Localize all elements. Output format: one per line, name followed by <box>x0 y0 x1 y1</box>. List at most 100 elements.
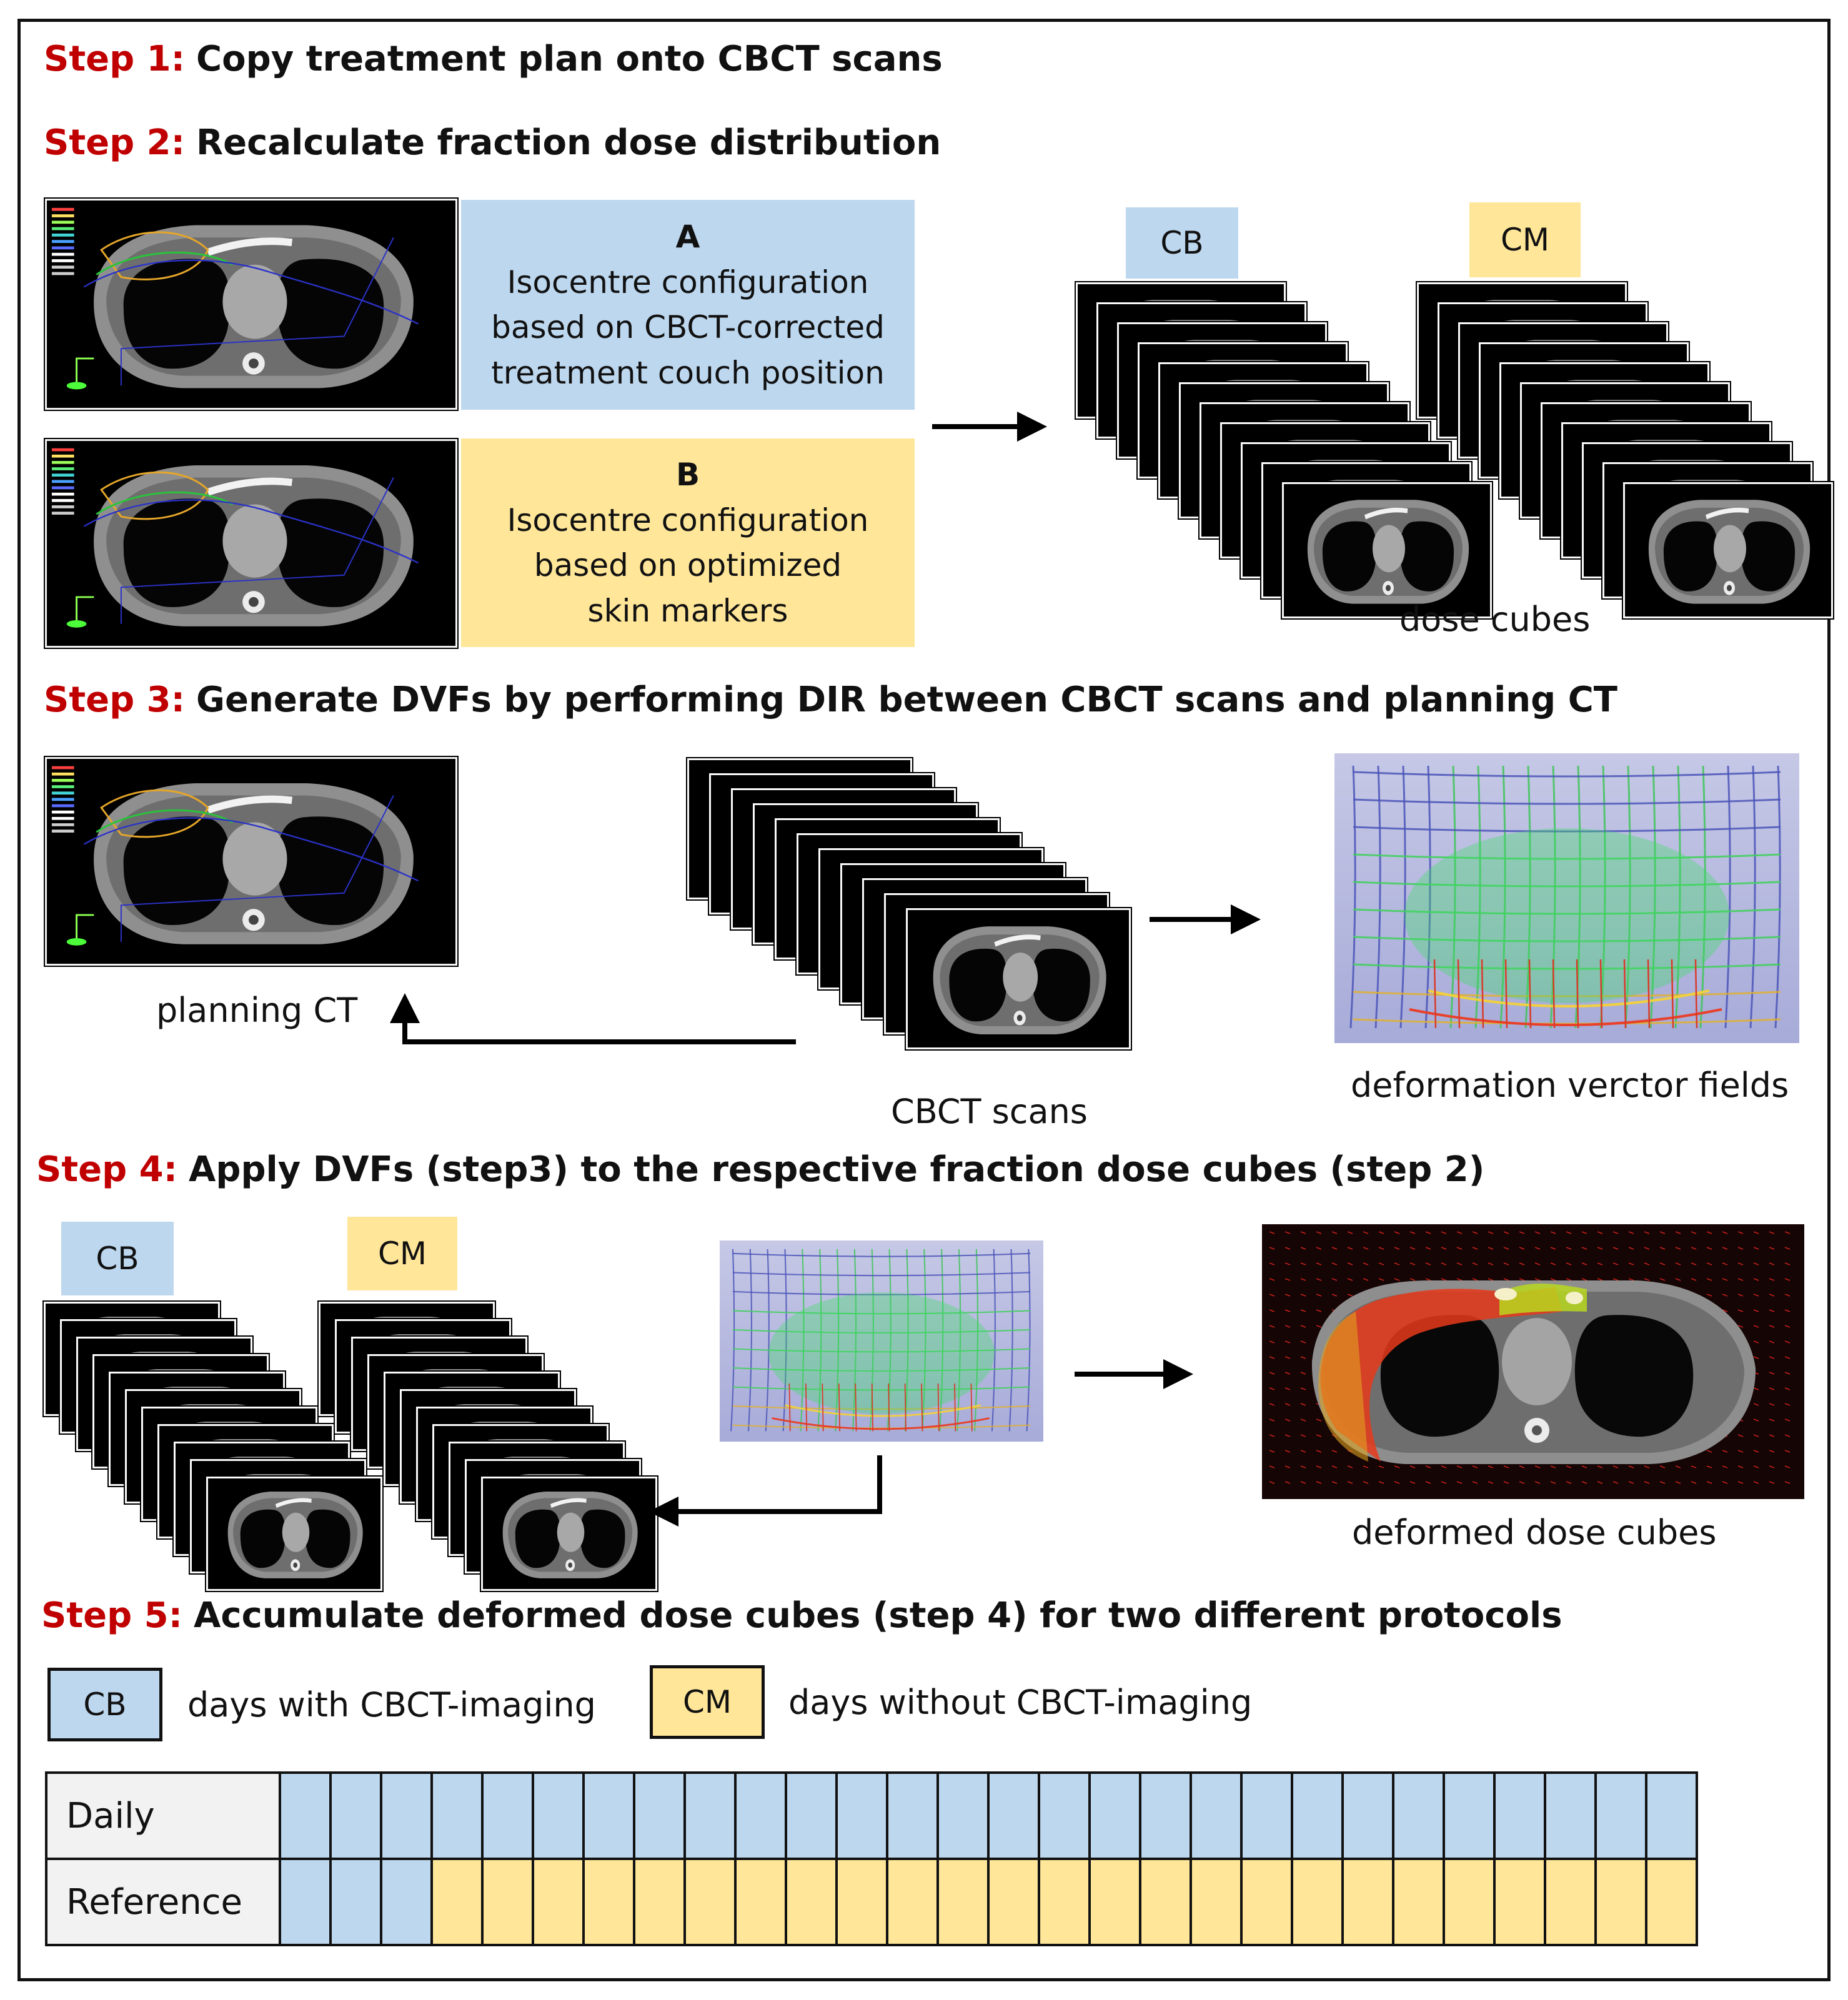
daily-fraction-cell <box>683 1771 737 1860</box>
cbct-scan-stack-slice <box>905 907 1132 1051</box>
daily-fraction-cell <box>936 1771 990 1860</box>
daily-fraction-cell <box>1392 1771 1445 1860</box>
daily-fraction-cell <box>1544 1771 1597 1860</box>
planning-ct-label: planning CT <box>156 991 358 1030</box>
reference-fraction-cell <box>1038 1858 1091 1946</box>
cm-tag-step4: CM <box>347 1217 457 1290</box>
dose-cube-stack-cb-slice <box>1281 481 1493 620</box>
config-b-line1: Isocentre configuration <box>507 502 869 538</box>
reference-fraction-cell <box>936 1858 990 1946</box>
reference-fraction-cell <box>1190 1858 1243 1946</box>
daily-fraction-cell <box>1341 1771 1394 1860</box>
reference-fraction-cell <box>1544 1858 1597 1946</box>
daily-fraction-cell <box>1645 1771 1698 1860</box>
legend-cm-box: CM <box>650 1665 765 1739</box>
legend-cm-text: days without CBCT-imaging <box>788 1683 1253 1722</box>
daily-fraction-cell <box>279 1771 332 1860</box>
daily-fraction-cell <box>1443 1771 1496 1860</box>
reference-fraction-cell <box>1291 1858 1344 1946</box>
step-4-number: Step 4: <box>36 1149 178 1190</box>
step-2-heading: Step 2:Recalculate fraction dose distrib… <box>44 122 941 163</box>
row-label-daily: Daily <box>45 1771 281 1860</box>
daily-fraction-cell <box>1594 1771 1647 1860</box>
deformed-dose-cube-image <box>1262 1224 1804 1499</box>
reference-fraction-cell <box>1443 1858 1496 1946</box>
reference-fraction-cell <box>886 1858 939 1946</box>
step-1-text: Copy treatment plan onto CBCT scans <box>196 39 943 79</box>
table-row-daily: Daily <box>45 1771 1698 1860</box>
dose-cube-stack-cm-slice <box>1622 481 1834 620</box>
step-1-number: Step 1: <box>44 39 186 79</box>
ct-image-config-b <box>44 438 459 649</box>
config-a-line1: Isocentre configuration <box>507 264 869 300</box>
step-5-number: Step 5: <box>41 1595 183 1636</box>
cb-tag-step4: CB <box>61 1222 174 1295</box>
reference-fraction-cell <box>1240 1858 1293 1946</box>
deformed-label: deformed dose cubes <box>1352 1513 1717 1552</box>
config-b-box: B Isocentre configuration based on optim… <box>461 438 915 647</box>
dvf-image-step3 <box>1334 753 1799 1043</box>
reference-fraction-cell <box>380 1858 433 1946</box>
reference-fraction-cell <box>532 1858 585 1946</box>
reference-fraction-cell <box>987 1858 1040 1946</box>
config-b-line2: based on optimized <box>534 547 842 583</box>
daily-fraction-cell <box>532 1771 585 1860</box>
reference-fraction-cell <box>1392 1858 1445 1946</box>
config-b-title: B <box>675 457 700 493</box>
reference-fraction-cell <box>633 1858 686 1946</box>
daily-fraction-cell <box>886 1771 939 1860</box>
daily-fraction-cell <box>633 1771 686 1860</box>
cb-tag-step2: CB <box>1126 207 1238 279</box>
step-5-text: Accumulate deformed dose cubes (step 4) … <box>194 1595 1562 1636</box>
reference-fraction-cell <box>1493 1858 1546 1946</box>
daily-fraction-cell <box>1291 1771 1344 1860</box>
daily-fraction-cell <box>329 1771 382 1860</box>
daily-fraction-cell <box>1038 1771 1091 1860</box>
daily-fraction-cell <box>785 1771 838 1860</box>
step-3-heading: Step 3:Generate DVFs by performing DIR b… <box>44 680 1617 720</box>
reference-fraction-cell <box>734 1858 787 1946</box>
reference-fraction-cell <box>1341 1858 1394 1946</box>
reference-fraction-cell <box>279 1858 332 1946</box>
dose-cubes-label: dose cubes <box>1399 600 1591 639</box>
daily-fraction-cell <box>1493 1771 1546 1860</box>
step-3-number: Step 3: <box>44 680 186 720</box>
daily-fraction-cell <box>1139 1771 1192 1860</box>
ct-image-config-a <box>44 197 459 411</box>
config-b-line3: skin markers <box>587 592 788 629</box>
config-a-line3: treatment couch position <box>491 354 885 391</box>
reference-fraction-cell <box>1645 1858 1698 1946</box>
daily-fraction-cell <box>835 1771 888 1860</box>
dvf-image-step4 <box>720 1240 1043 1442</box>
step-5-heading: Step 5: Accumulate deformed dose cubes (s… <box>41 1595 1562 1636</box>
reference-fraction-cell <box>329 1858 382 1946</box>
dose-cube-stack-cm-step4-slice <box>480 1475 658 1592</box>
table-row-reference: Reference <box>45 1858 1698 1946</box>
reference-fraction-cell <box>430 1858 484 1946</box>
daily-fraction-cell <box>582 1771 635 1860</box>
reference-fraction-cell <box>785 1858 838 1946</box>
reference-fraction-cell <box>835 1858 888 1946</box>
config-a-box: A Isocentre configuration based on CBCT-… <box>461 200 915 410</box>
step-2-text: Recalculate fraction dose distribution <box>196 122 941 163</box>
reference-fraction-cell <box>481 1858 534 1946</box>
planning-ct-image <box>44 756 459 967</box>
row-label-reference: Reference <box>45 1858 281 1946</box>
config-a-title: A <box>675 219 700 255</box>
daily-fraction-cell <box>481 1771 534 1860</box>
reference-fraction-cell <box>1139 1858 1192 1946</box>
daily-fraction-cell <box>380 1771 433 1860</box>
reference-fraction-cell <box>1594 1858 1647 1946</box>
reference-fraction-cell <box>683 1858 737 1946</box>
config-a-line2: based on CBCT-corrected <box>491 309 885 345</box>
daily-fraction-cell <box>1240 1771 1293 1860</box>
cbct-scans-label: CBCT scans <box>891 1092 1088 1131</box>
daily-fraction-cell <box>1190 1771 1243 1860</box>
daily-fraction-cell <box>734 1771 787 1860</box>
legend-cb-text: days with CBCT-imaging <box>187 1685 596 1725</box>
step-3-text: Generate DVFs by performing DIR between … <box>196 680 1618 720</box>
figure-frame <box>17 19 1831 1981</box>
step-2-number: Step 2: <box>44 122 186 163</box>
protocol-table: Daily Reference <box>45 1771 1698 1946</box>
step-1-heading: Step 1:Copy treatment plan onto CBCT sca… <box>44 39 943 79</box>
